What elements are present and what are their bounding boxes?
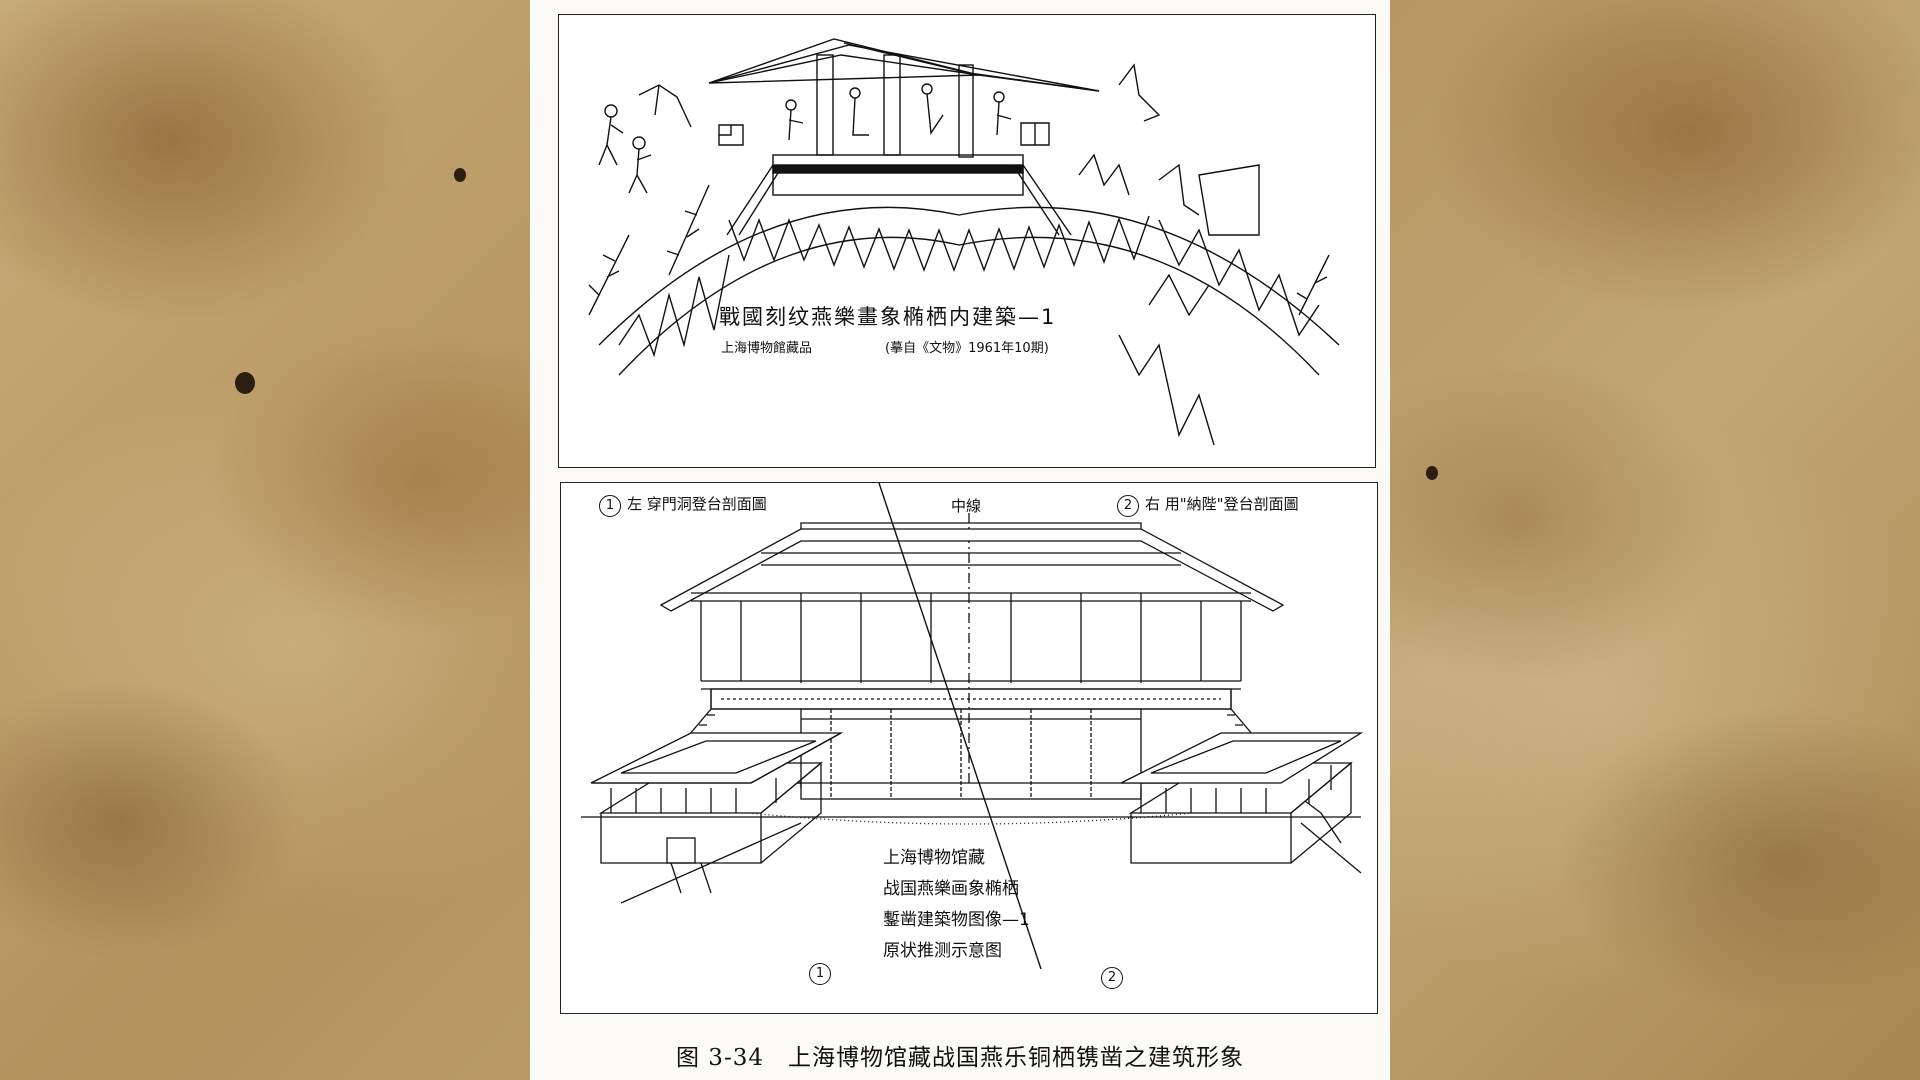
center-line-label: 中線 (951, 497, 982, 515)
left-section-label-text: 左 穿門洞登台剖面圖 (627, 495, 767, 513)
ink-spot (454, 168, 466, 182)
note-line: 上海博物馆藏 (883, 848, 985, 868)
engraving-panel: 戰國刻纹燕樂畫象椭栖内建築—1 上海博物館藏品 (摹自《文物》1961年10期) (558, 14, 1376, 468)
engraving-source-collection: 上海博物館藏品 (721, 341, 813, 356)
marker-circle: 2 (1117, 495, 1139, 517)
note-line: 原状推测示意图 (883, 941, 1002, 961)
note-line: 鏨凿建築物图像—1 (883, 910, 1030, 930)
figure-sheet: 戰國刻纹燕樂畫象椭栖内建築—1 上海博物館藏品 (摹自《文物》1961年10期) (530, 0, 1390, 1080)
engraving-source-citation: (摹自《文物》1961年10期) (885, 341, 1049, 356)
building-marker-1: 1 (809, 963, 837, 985)
reconstruction-drawing (581, 483, 1364, 970)
ink-spot (1426, 466, 1438, 480)
marker-circle: 1 (599, 495, 621, 517)
figure-caption: 图 3-34 上海博物馆藏战国燕乐铜栖镌凿之建筑形象 (676, 1045, 1244, 1071)
marker-circle: 2 (1101, 967, 1123, 989)
reconstruction-panel: 1 左 穿門洞登台剖面圖 中線 2 右 用"納陛"登台剖面圖 上海博物馆藏 战国燕樂… (560, 482, 1378, 1014)
right-section-label: 2 右 用"納陛"登台剖面圖 (1117, 493, 1299, 517)
left-section-label: 1 左 穿門洞登台剖面圖 (599, 493, 767, 517)
reconstruction-note: 上海博物馆藏 战国燕樂画象椭栖 鏨凿建築物图像—1 原状推测示意图 (883, 843, 1030, 967)
building-marker-2: 2 (1101, 967, 1129, 989)
marker-circle: 1 (809, 963, 831, 985)
right-section-label-text: 右 用"納陛"登台剖面圖 (1145, 495, 1299, 513)
engraving-title: 戰國刻纹燕樂畫象椭栖内建築—1 (719, 305, 1057, 329)
note-line: 战国燕樂画象椭栖 (883, 879, 1019, 899)
ink-spot (235, 372, 255, 394)
engraving-drawing (588, 38, 1340, 446)
